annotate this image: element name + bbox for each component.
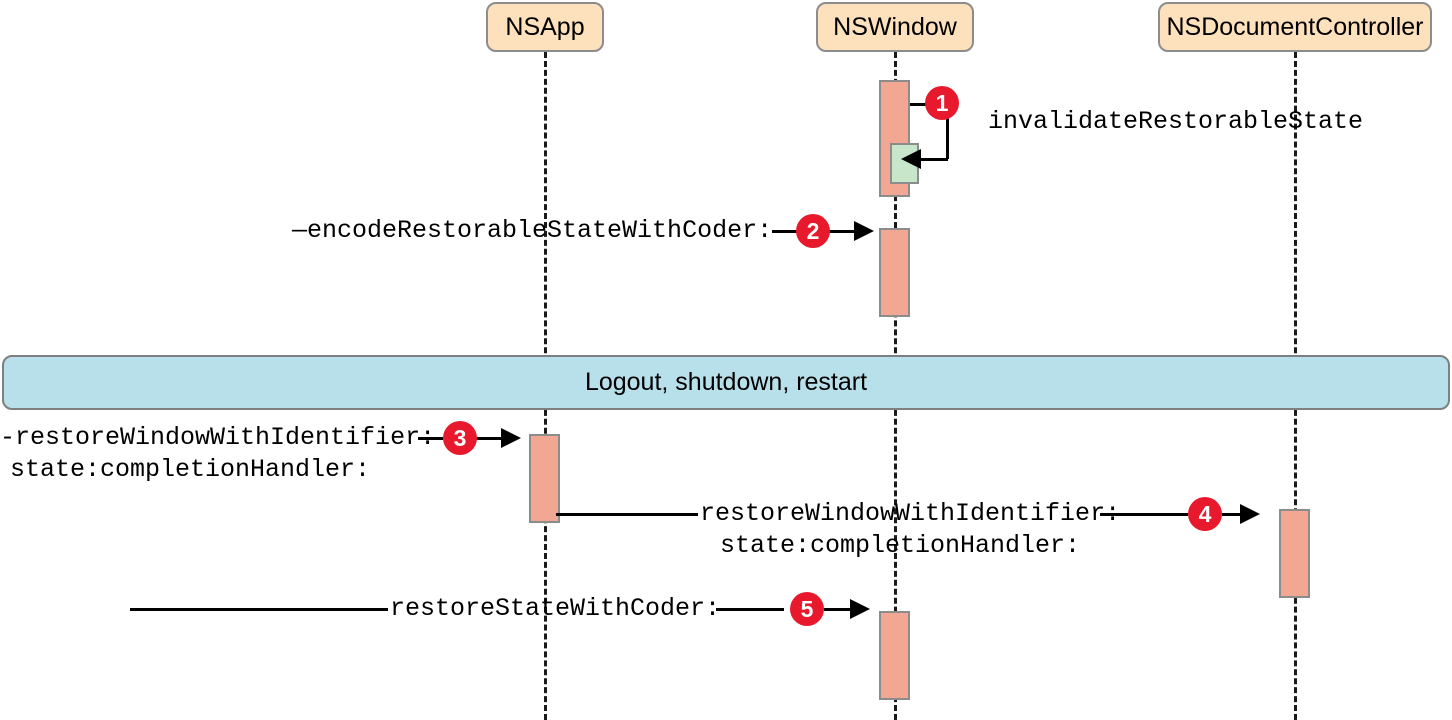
message-4-arrowhead <box>1240 504 1260 524</box>
note-band-logout: Logout, shutdown, restart <box>2 355 1450 410</box>
message-1-step-badge: 1 <box>925 86 959 120</box>
participant-nsapp-label: NSApp <box>505 12 585 41</box>
message-3-line-after-badge <box>475 437 501 440</box>
participant-nswindow[interactable]: NSWindow <box>816 2 974 52</box>
participant-nsapp[interactable]: NSApp <box>486 2 604 52</box>
message-1-line-vertical <box>946 103 949 159</box>
message-3-step-number: 3 <box>453 424 467 451</box>
message-4-line-after-badge <box>1222 513 1242 516</box>
participant-nswindow-label: NSWindow <box>833 12 957 41</box>
message-5-line-after-badge <box>824 608 850 611</box>
message-3-arrowhead <box>501 428 521 448</box>
message-2-step-number: 2 <box>806 217 820 244</box>
message-1-label: invalidateRestorableState <box>988 107 1364 136</box>
message-5-step-badge: 5 <box>790 592 824 626</box>
message-4-label-line2: state:completionHandler: <box>719 531 1081 560</box>
activation-nswindow-2 <box>879 228 910 317</box>
message-1-line-bottom <box>920 158 948 161</box>
message-2-label: —encodeRestorableStateWithCoder: <box>292 216 773 245</box>
message-5-line-left <box>130 608 388 611</box>
message-4-step-badge: 4 <box>1188 497 1222 531</box>
message-5-label: restoreStateWithCoder: <box>390 594 721 623</box>
message-4-label-line1: restoreWindowWithIdentifier: <box>700 499 1121 528</box>
note-band-label: Logout, shutdown, restart <box>584 368 868 396</box>
participant-nsdocumentcontroller[interactable]: NSDocumentController <box>1158 2 1432 52</box>
message-2-line <box>772 230 797 233</box>
message-2-step-badge: 2 <box>796 214 830 248</box>
message-4-line-left <box>556 513 698 516</box>
message-4-step-number: 4 <box>1198 500 1212 527</box>
message-5-line-right <box>716 608 784 611</box>
message-1-step-number: 1 <box>935 89 949 116</box>
message-2-arrowhead <box>854 221 874 241</box>
activation-nsdocumentcontroller-4 <box>1279 509 1310 598</box>
activation-nswindow-5 <box>879 611 910 700</box>
message-1-arrowhead <box>901 149 921 169</box>
activation-nsapp-3 <box>529 434 560 523</box>
participant-nsdocumentcontroller-label: NSDocumentController <box>1166 12 1424 41</box>
message-5-arrowhead <box>850 599 870 619</box>
message-3-step-badge: 3 <box>443 421 477 455</box>
message-4-line-right <box>1100 513 1188 516</box>
message-3-label-line2: state:completionHandler: <box>10 455 371 484</box>
message-3-line <box>418 437 443 440</box>
message-5-step-number: 5 <box>800 595 814 622</box>
message-3-label-line1: -restoreWindowWithIdentifier: <box>0 423 436 452</box>
message-2-line-after-badge <box>828 230 854 233</box>
